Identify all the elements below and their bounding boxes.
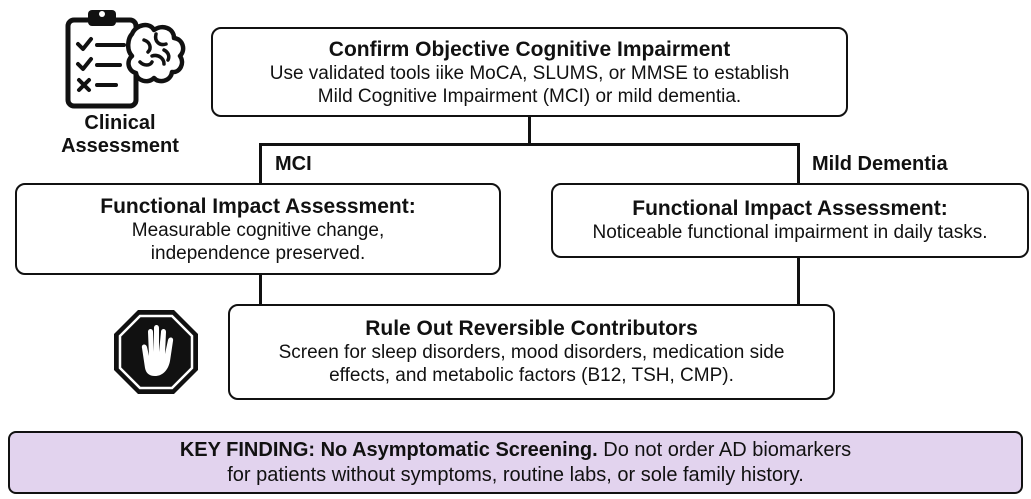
branch-label-mild-dementia: Mild Dementia [812,153,948,175]
rule-out-box: Rule Out Reversible Contributors Screen … [228,304,835,400]
rule-out-title: Rule Out Reversible Contributors [365,317,698,340]
key-finding-line-2: for patients without symptoms, routine l… [227,464,804,486]
clinical-label-line-1: Clinical [84,112,156,134]
stop-hand-icon [112,308,200,396]
rule-out-line-1: Screen for sleep disorders, mood disorde… [278,342,785,363]
connector-left-down [259,143,262,184]
mci-functional-line-2: independence preserved. [150,243,366,264]
mci-functional-line-1: Measurable cognitive change, [131,220,385,241]
key-finding-banner: KEY FINDING: No Asymptomatic Screening. … [8,431,1023,494]
confirm-impairment-box: Confirm Objective Cognitive Impairment U… [211,27,848,117]
clinical-label-line-2: Assessment [61,135,179,157]
connector-horizontal [259,143,800,146]
confirm-impairment-title: Confirm Objective Cognitive Impairment [328,38,731,61]
key-finding-bold: KEY FINDING: No Asymptomatic Screening. [179,439,598,461]
dementia-functional-box: Functional Impact Assessment: Noticeable… [551,183,1029,258]
mci-functional-title: Functional Impact Assessment: [100,195,416,218]
branch-label-mci: MCI [275,153,312,175]
confirm-impairment-line-1: Use validated tools iike MoCA, SLUMS, or… [269,63,790,84]
connector-right-to-ruleout [797,258,800,305]
key-finding-rest: Do not order AD biomarkers [597,439,852,461]
connector-left-to-ruleout [259,275,262,305]
key-finding-line-1: KEY FINDING: No Asymptomatic Screening. … [10,438,1021,463]
confirm-impairment-line-2: Mild Cognitive Impairment (MCI) or mild … [317,86,742,107]
connector-top-vertical [528,117,531,145]
dementia-functional-title: Functional Impact Assessment: [632,197,948,220]
mci-functional-box: Functional Impact Assessment: Measurable… [15,183,501,275]
clinical-assessment-label: Clinical Assessment [50,112,190,158]
dementia-functional-line-1: Noticeable functional impairment in dail… [592,222,988,243]
connector-right-down [797,143,800,184]
clipboard-checklist-brain-icon [60,4,190,112]
rule-out-line-2: effects, and metabolic factors (B12, TSH… [329,365,734,386]
